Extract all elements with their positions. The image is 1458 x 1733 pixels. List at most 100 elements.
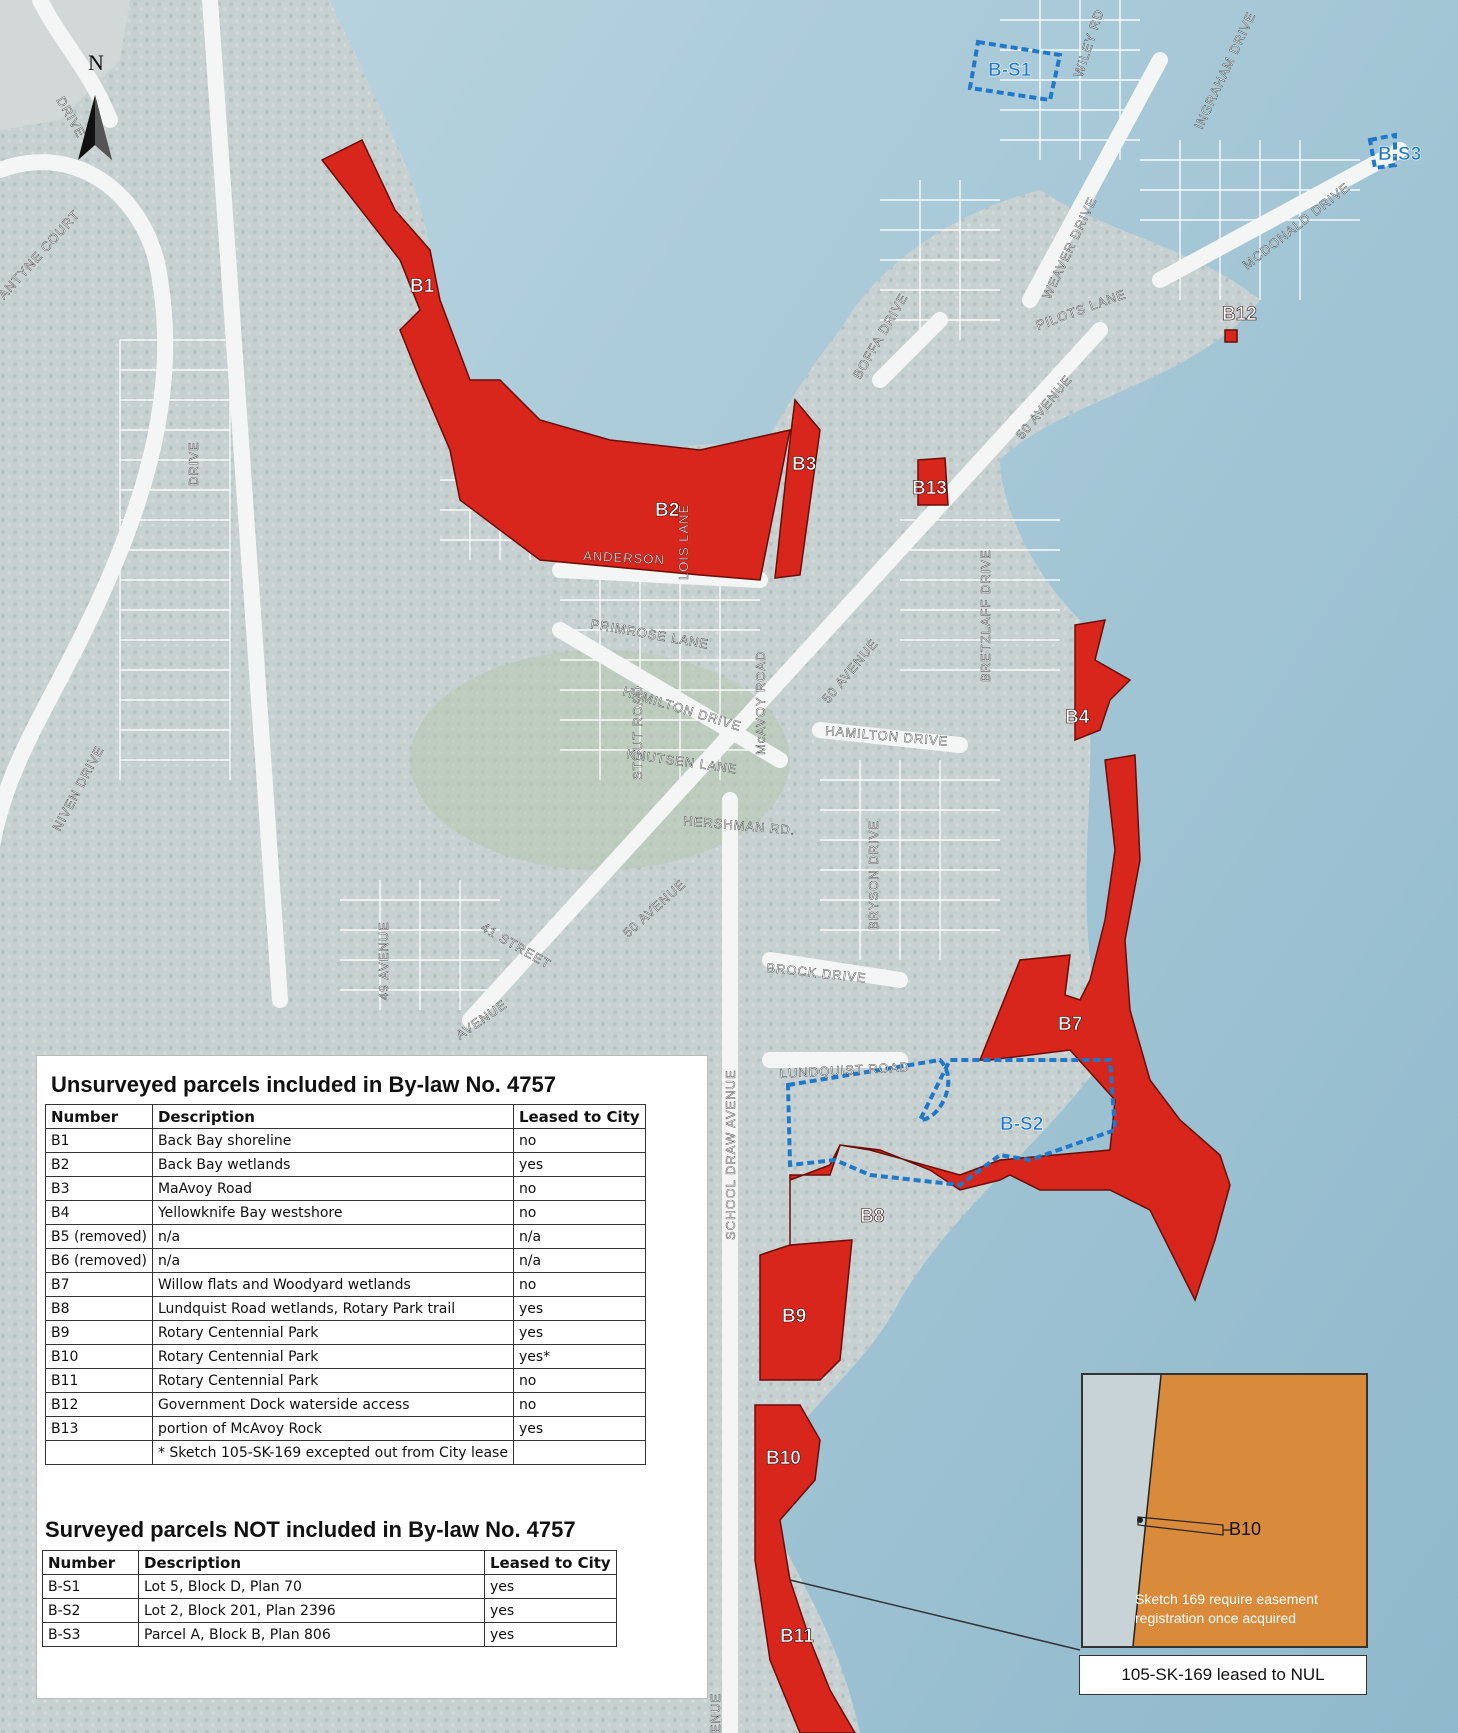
b10-inset-map: B10 Sketch 169 require easement registra…: [1081, 1373, 1368, 1648]
label-bs1: B-S1: [988, 60, 1032, 81]
table-header-row: Number Description Leased to City: [45, 1104, 646, 1129]
label-b8: B8: [860, 1206, 884, 1227]
label-bs3: B-S3: [1378, 144, 1421, 165]
table-cell: no: [512, 1200, 646, 1225]
table-cell: no: [512, 1128, 646, 1153]
table-cell: B13: [45, 1416, 153, 1441]
inset-leader-line: [789, 1579, 1081, 1651]
road-label: STOUT ROAD: [630, 685, 645, 780]
inset-note-line2: registration once acquired: [1135, 1610, 1296, 1626]
table-cell: B4: [45, 1200, 153, 1225]
table-cell: B9: [45, 1320, 153, 1345]
inset-note-line1: Sketch 169 require easement: [1135, 1591, 1318, 1607]
table-cell: Lot 5, Block D, Plan 70: [138, 1574, 485, 1599]
parcel-bs1: [967, 39, 1063, 103]
column-header: Leased to City: [484, 1550, 617, 1575]
parcel-b1-b2: [320, 138, 791, 581]
table-cell: Rotary Centennial Park: [151, 1368, 514, 1393]
road-label: LUNDQUIST ROAD: [779, 1059, 910, 1081]
table-cell: n/a: [512, 1224, 646, 1249]
table-cell: no: [512, 1176, 646, 1201]
table-cell: Parcel A, Block B, Plan 806: [138, 1622, 485, 1647]
table-cell: B6 (removed): [45, 1248, 153, 1273]
table-cell: * Sketch 105-SK-169 excepted out from Ci…: [151, 1440, 514, 1465]
table-cell: yes: [512, 1320, 646, 1345]
label-b10: B10: [766, 1448, 801, 1469]
table-cell: portion of McAvoy Rock: [151, 1416, 514, 1441]
table-cell: n/a: [512, 1248, 646, 1273]
surveyed-parcels: [785, 39, 1397, 1188]
column-header: Number: [42, 1550, 139, 1575]
parcel-b12: [1224, 329, 1238, 343]
table-cell: [512, 1440, 646, 1465]
table-cell: B2: [45, 1152, 153, 1177]
table-cell: B3: [45, 1176, 153, 1201]
inset-drawing: B10 Sketch 169 require easement registra…: [1083, 1375, 1366, 1646]
table-header-row: Number Description Leased to City: [42, 1550, 617, 1575]
legend-panel: Unsurveyed parcels included in By-law No…: [36, 1055, 708, 1699]
parcel-bs3: [1367, 132, 1397, 171]
road-label: BRYSON DRIVE: [866, 820, 881, 930]
table-cell: Lundquist Road wetlands, Rotary Park tra…: [151, 1296, 514, 1321]
road-label: BRETZLAFF DRIVE: [978, 549, 993, 682]
label-b13: B13: [912, 478, 947, 499]
label-b2: B2: [655, 500, 679, 521]
parcel-b13: [917, 457, 949, 506]
north-arrow-icon: N: [78, 50, 112, 160]
north-label: N: [88, 50, 104, 75]
column-header: Leased to City: [512, 1104, 646, 1129]
road-label: LOIS LANE: [676, 504, 691, 580]
table-cell: yes*: [512, 1344, 646, 1369]
road-label: ANDERSON: [583, 548, 665, 567]
label-b4: B4: [1065, 707, 1090, 728]
table-cell: yes: [512, 1416, 646, 1441]
table-cell: yes: [484, 1598, 617, 1623]
label-b7: B7: [1058, 1014, 1082, 1035]
table-cell: B-S1: [42, 1574, 139, 1599]
table-cell: B8: [45, 1296, 153, 1321]
table-cell: n/a: [151, 1224, 514, 1249]
surveyed-table-title: Surveyed parcels NOT included in By-law …: [45, 1517, 576, 1542]
parcel-b4: [1074, 619, 1132, 742]
parcel-b3: [774, 398, 821, 579]
table-cell: Willow flats and Woodyard wetlands: [151, 1272, 514, 1297]
parcel-bs2: [785, 1057, 1118, 1188]
land-northwest: [0, 0, 130, 130]
column-header: Description: [138, 1550, 485, 1575]
table-cell: no: [512, 1392, 646, 1417]
column-header: Description: [151, 1104, 514, 1129]
table-cell: B10: [45, 1344, 153, 1369]
table-cell: no: [512, 1368, 646, 1393]
inset-caption: 105-SK-169 leased to NUL: [1079, 1655, 1367, 1695]
table-cell: yes: [512, 1296, 646, 1321]
table-cell: yes: [484, 1574, 617, 1599]
column-header: Number: [45, 1104, 153, 1129]
table-cell: MaAvoy Road: [151, 1176, 514, 1201]
inset-label-b10: B10: [1229, 1519, 1261, 1539]
table-cell: n/a: [151, 1248, 514, 1273]
table-cell: Back Bay wetlands: [151, 1152, 514, 1177]
road-label: ENUE: [708, 1693, 723, 1733]
table-cell: B7: [45, 1272, 153, 1297]
parcel-b10-b11: [754, 1404, 856, 1733]
road-label: 49 AVENUE: [376, 921, 391, 1000]
table-cell: B1: [45, 1128, 153, 1153]
label-b12: B12: [1222, 304, 1257, 325]
road-network: [0, 0, 1408, 1733]
label-b11: B11: [780, 1626, 814, 1647]
table-cell: B-S2: [42, 1598, 139, 1623]
table-cell: Government Dock waterside access: [151, 1392, 514, 1417]
label-b9: B9: [782, 1306, 806, 1327]
